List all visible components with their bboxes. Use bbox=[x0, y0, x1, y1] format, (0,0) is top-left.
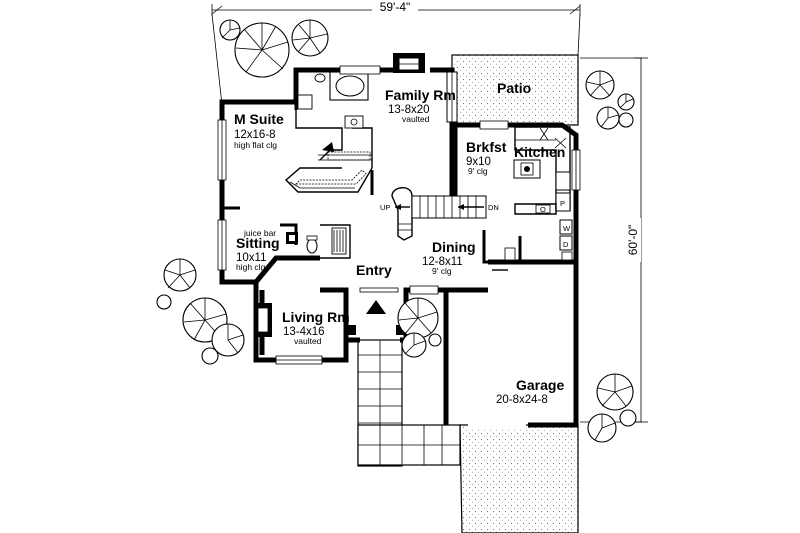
tree bbox=[619, 409, 637, 427]
room-entry: Entry bbox=[356, 262, 392, 278]
room-garage: Garage 20-8x24-8 bbox=[496, 377, 564, 406]
oven-label: O bbox=[540, 205, 546, 214]
depth-dimension: 60'-0" bbox=[625, 57, 648, 423]
tree bbox=[587, 413, 617, 443]
landscape-trees bbox=[156, 19, 637, 443]
tree bbox=[201, 347, 219, 365]
dining-name: Dining bbox=[432, 239, 476, 255]
family-note: vaulted bbox=[402, 114, 430, 124]
room-patio: Patio bbox=[497, 80, 531, 96]
family-name: Family Rm bbox=[385, 87, 456, 103]
width-dimension-label: 59'-4" bbox=[380, 0, 411, 14]
patio-name: Patio bbox=[497, 80, 531, 96]
room-dining: Dining 12-8x11 9' clg bbox=[422, 239, 476, 276]
width-dimension: 59'-4" bbox=[211, 0, 581, 16]
living-note: vaulted bbox=[294, 336, 322, 346]
tree bbox=[596, 373, 634, 411]
tree bbox=[156, 294, 172, 310]
tree bbox=[397, 297, 439, 339]
living-fireplace bbox=[254, 303, 272, 337]
dryer-label: D bbox=[563, 240, 569, 249]
dining-note: 9' clg bbox=[432, 266, 452, 276]
room-kitchen: Kitchen bbox=[514, 144, 565, 160]
brkfst-note: 9' clg bbox=[468, 166, 488, 176]
stairs-up-label: UP bbox=[380, 203, 390, 212]
garage-name: Garage bbox=[516, 377, 564, 393]
m-suite-size: 12x16-8 bbox=[234, 129, 276, 141]
brkfst-size: 9x10 bbox=[466, 156, 491, 168]
room-family: Family Rm 13-8x20 vaulted bbox=[385, 87, 456, 124]
room-living: Living Rm 13-4x16 vaulted bbox=[282, 309, 350, 346]
tree bbox=[428, 333, 442, 347]
m-suite-name: M Suite bbox=[234, 111, 284, 127]
dining-size: 12-8x11 bbox=[422, 256, 463, 268]
sitting-size: 10x11 bbox=[236, 252, 266, 264]
brkfst-name: Brkfst bbox=[466, 139, 507, 155]
room-sitting: juice bar Sitting 10x11 high clg bbox=[236, 228, 280, 272]
garage-size: 20-8x24-8 bbox=[496, 394, 548, 406]
living-name: Living Rm bbox=[282, 309, 350, 325]
staircase: UP DN bbox=[380, 187, 499, 241]
room-brkfst: Brkfst 9x10 9' clg bbox=[466, 139, 507, 176]
driveway bbox=[459, 424, 579, 533]
depth-dimension-label: 60'-0" bbox=[626, 225, 640, 256]
tree bbox=[596, 106, 620, 130]
kitchen-counters: P O W D bbox=[504, 126, 573, 261]
front-walkway bbox=[357, 339, 461, 467]
tree bbox=[617, 93, 635, 111]
tree bbox=[618, 112, 634, 128]
tree bbox=[401, 332, 427, 358]
tree bbox=[234, 22, 290, 78]
washer-label: W bbox=[563, 224, 571, 233]
stairs-down-label: DN bbox=[488, 203, 499, 212]
tree bbox=[219, 19, 241, 41]
entry-name: Entry bbox=[356, 262, 392, 278]
room-m-suite: M Suite 12x16-8 high flat clg bbox=[234, 111, 284, 150]
powder-room-fixtures bbox=[286, 227, 347, 255]
living-size: 13-4x16 bbox=[283, 326, 325, 338]
family-fireplace bbox=[393, 53, 425, 73]
tree bbox=[211, 323, 245, 357]
windows bbox=[217, 65, 581, 365]
entry-porch bbox=[348, 287, 404, 335]
tree bbox=[291, 19, 329, 57]
m-suite-note: high flat clg bbox=[234, 140, 277, 150]
tree bbox=[163, 258, 197, 292]
master-bath-fixtures bbox=[289, 71, 372, 189]
juice-bar-label: juice bar bbox=[243, 228, 276, 238]
tree bbox=[585, 70, 615, 100]
kitchen-name: Kitchen bbox=[514, 144, 565, 160]
sitting-note: high clg bbox=[236, 262, 266, 272]
family-size: 13-8x20 bbox=[388, 104, 430, 116]
sitting-name: Sitting bbox=[236, 235, 280, 251]
pantry-label: P bbox=[560, 199, 565, 208]
